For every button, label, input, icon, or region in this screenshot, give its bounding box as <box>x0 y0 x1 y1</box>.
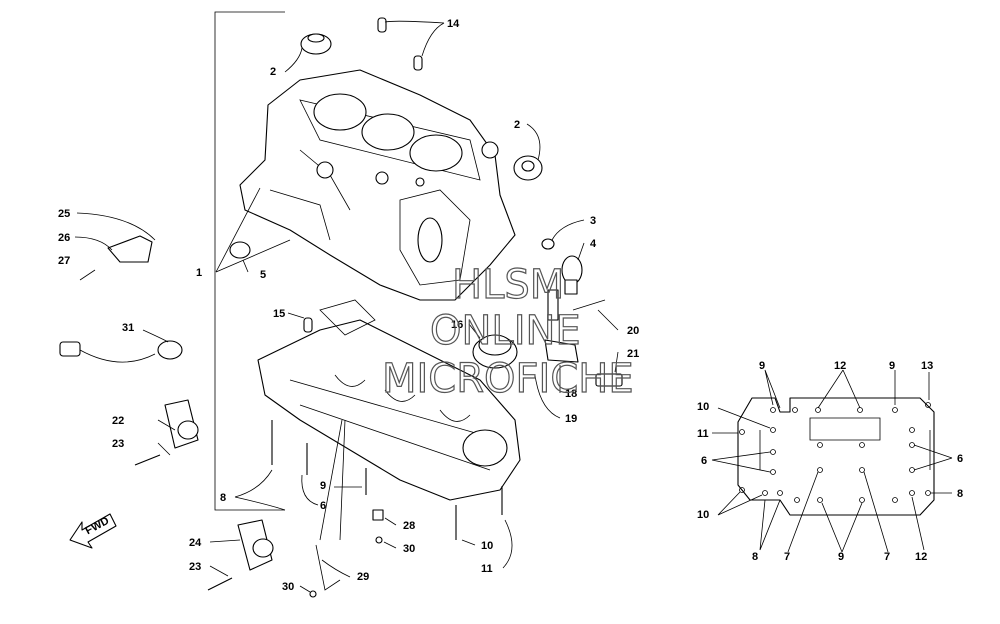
bracket <box>107 235 153 263</box>
callout-8: 8 <box>957 488 963 500</box>
callout-9: 9 <box>838 551 844 563</box>
callout-25: 25 <box>58 208 70 220</box>
mount-bushing-upper <box>300 33 332 55</box>
hose-clamp <box>315 544 341 591</box>
callout-26: 26 <box>58 232 70 244</box>
callout-27: 27 <box>58 255 70 267</box>
assembly-bracket <box>214 11 285 511</box>
callout-11: 11 <box>697 428 709 440</box>
forward-arrow: FWD <box>69 513 117 549</box>
fitting <box>372 509 384 521</box>
washer <box>375 536 383 544</box>
callout-13: 13 <box>921 360 933 372</box>
dowel-pin <box>413 55 423 71</box>
watermark-line-2: ONLINE <box>430 308 581 354</box>
cylinder-bore-2 <box>361 113 415 151</box>
callout-6: 6 <box>701 455 707 467</box>
callout-10: 10 <box>481 540 493 552</box>
callout-16: 16 <box>451 319 463 331</box>
callout-6: 6 <box>957 453 963 465</box>
callout-11: 11 <box>481 563 493 575</box>
dowel-pin <box>303 317 313 333</box>
plug <box>229 241 251 259</box>
bolt <box>79 269 96 281</box>
callout-21: 21 <box>627 348 639 360</box>
callout-12: 12 <box>915 551 927 563</box>
callout-20: 20 <box>627 325 639 337</box>
watermark-line-1: HLSM <box>452 262 564 308</box>
upper-crankcase <box>239 69 516 301</box>
callout-9: 9 <box>889 360 895 372</box>
lower-crankcase <box>257 299 521 501</box>
callout-5: 5 <box>260 269 266 281</box>
engine-mount-upper <box>164 399 199 449</box>
callout-2: 2 <box>514 119 520 131</box>
bolt-pattern-inset <box>737 397 935 516</box>
watermark: HLSM ONLINE MICROFICHE <box>381 261 634 402</box>
callout-30: 30 <box>403 543 415 555</box>
bolt <box>207 577 233 591</box>
callout-7: 7 <box>884 551 890 563</box>
callout-23: 23 <box>189 561 201 573</box>
callout-19: 19 <box>565 413 577 425</box>
bolt <box>134 454 161 466</box>
callout-28: 28 <box>403 520 415 532</box>
pressure-switch <box>595 373 623 387</box>
watermark-line-3: MICROFICHE <box>382 356 634 402</box>
callout-10: 10 <box>697 509 709 521</box>
cylinder-bore-1 <box>313 93 367 131</box>
washer <box>309 590 317 598</box>
mount-bushing-right <box>513 155 543 181</box>
knock-sensor <box>59 340 183 363</box>
callout-8: 8 <box>220 492 226 504</box>
callout-3: 3 <box>590 215 596 227</box>
callout-9: 9 <box>320 480 326 492</box>
callout-9: 9 <box>759 360 765 372</box>
callout-labels: 2 14 2 3 4 1 5 25 26 27 31 15 16 20 21 1… <box>58 18 963 593</box>
callout-15: 15 <box>273 308 285 320</box>
oil-filter <box>472 334 518 369</box>
dowel-pin <box>377 17 387 33</box>
o-ring <box>541 238 555 250</box>
callout-24: 24 <box>189 537 202 549</box>
callout-18: 18 <box>565 388 577 400</box>
callout-29: 29 <box>357 571 369 583</box>
cylinder-bore-3 <box>409 134 463 172</box>
callout-2: 2 <box>270 66 276 78</box>
leader-lines <box>74 20 953 593</box>
bolt <box>572 299 606 311</box>
callout-14: 14 <box>447 18 460 30</box>
callout-7: 7 <box>784 551 790 563</box>
sensor <box>561 255 583 295</box>
callout-10: 10 <box>697 401 709 413</box>
callout-4: 4 <box>590 238 597 250</box>
callout-23: 23 <box>112 438 124 450</box>
callout-22: 22 <box>112 415 124 427</box>
callout-12: 12 <box>834 360 846 372</box>
engine-mount-lower <box>237 519 274 571</box>
oil-fitting <box>544 289 579 363</box>
callout-31: 31 <box>122 322 134 334</box>
callout-6: 6 <box>320 500 326 512</box>
callout-8: 8 <box>752 551 758 563</box>
callout-1: 1 <box>196 267 202 279</box>
callout-30: 30 <box>282 581 294 593</box>
